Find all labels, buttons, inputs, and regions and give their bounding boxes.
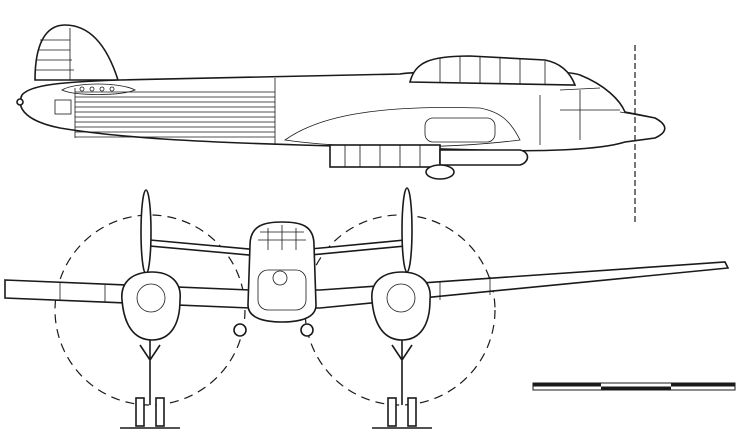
engine-right	[371, 271, 431, 427]
front-fuselage	[247, 221, 317, 323]
scale-bar	[532, 382, 736, 391]
ventral-gondola	[329, 144, 529, 180]
tail-fin	[34, 24, 120, 81]
rudder-ribs	[36, 28, 74, 80]
wing	[4, 261, 730, 309]
propeller-arc-left	[54, 214, 246, 406]
engine-left	[121, 271, 181, 427]
tail-fin-left	[140, 189, 152, 275]
tail-fin-right	[401, 187, 413, 273]
front-view	[4, 187, 730, 429]
nose	[619, 111, 666, 143]
canopy	[408, 55, 577, 86]
side-view	[16, 24, 666, 225]
portholes	[79, 86, 115, 92]
propeller-arc-right	[304, 214, 496, 406]
